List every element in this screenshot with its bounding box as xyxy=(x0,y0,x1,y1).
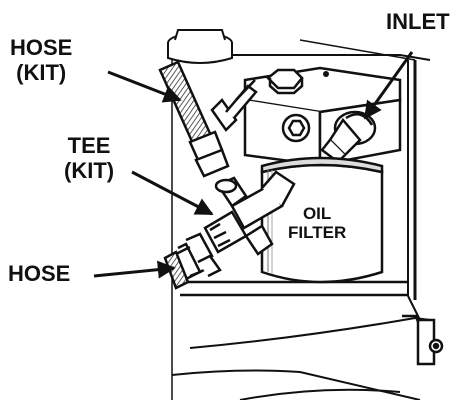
oil-filter-label-line2: FILTER xyxy=(288,223,347,243)
tee-kit-label: TEE (KIT) xyxy=(64,133,115,183)
top-cap xyxy=(167,29,233,64)
tee-kit-label-line1: TEE xyxy=(67,133,111,158)
hose-kit-label-line2: (KIT) xyxy=(16,59,67,85)
hose-kit-label-line1: HOSE xyxy=(10,35,73,60)
leader-hose xyxy=(93,260,176,279)
leader-lines xyxy=(93,51,414,279)
leader-inlet xyxy=(363,51,414,120)
oil-filter-label-line1: OIL xyxy=(302,204,332,223)
leader-tee-kit xyxy=(131,170,214,216)
hose-kit-label: HOSE (KIT) xyxy=(10,35,73,85)
tee-kit-label-line2: (KIT) xyxy=(64,157,115,183)
inlet-label: INLET xyxy=(386,9,450,35)
hose-fitting xyxy=(163,232,222,290)
machine-frame xyxy=(171,39,431,400)
hose-label: HOSE xyxy=(8,261,71,287)
inlet-label-text: INLET xyxy=(386,9,450,34)
inlet-fitting xyxy=(320,110,377,164)
tee-fitting xyxy=(203,170,296,256)
hose-label-text: HOSE xyxy=(8,261,71,286)
oil-filter-label: OIL FILTER xyxy=(288,204,346,242)
hose-kit-line xyxy=(158,60,258,178)
hinge xyxy=(402,314,444,366)
leader-hose-kit xyxy=(107,70,182,103)
oil-filter xyxy=(260,156,384,284)
